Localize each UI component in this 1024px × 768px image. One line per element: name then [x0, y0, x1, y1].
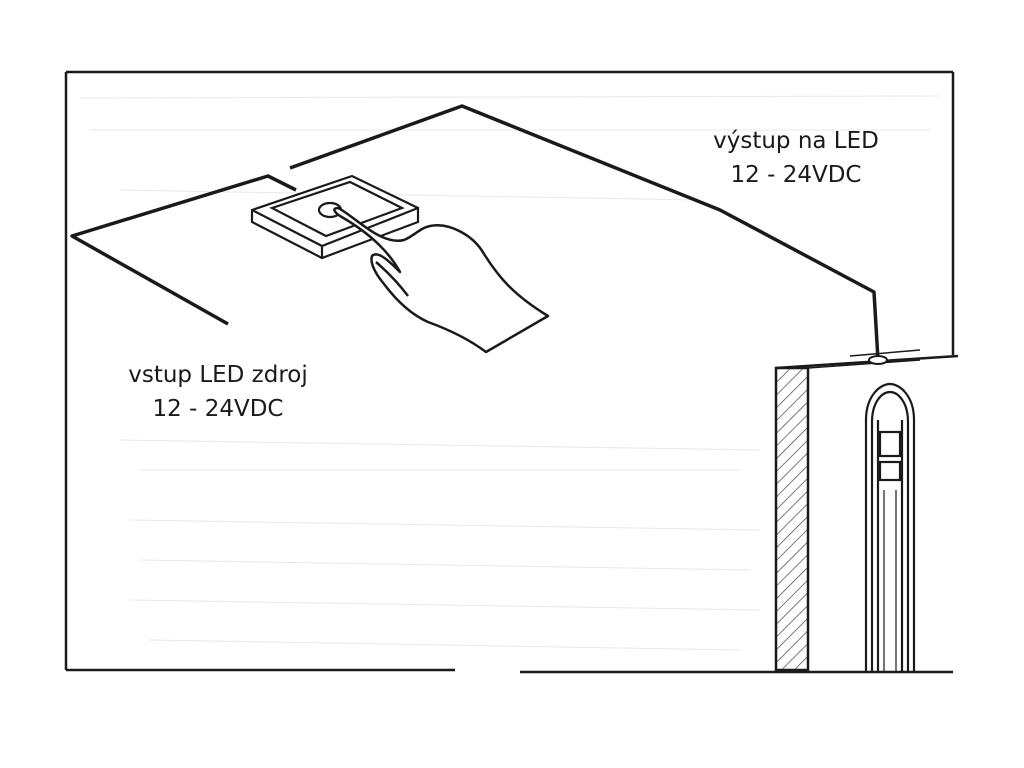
- door: [774, 349, 959, 672]
- led-profile: [864, 382, 916, 672]
- output-label: výstup na LED 12 - 24VDC: [686, 124, 906, 192]
- output-label-line1: výstup na LED: [713, 128, 879, 154]
- input-label-line2: 12 - 24VDC: [152, 396, 284, 422]
- cable-entry-icon: [868, 355, 888, 365]
- frame: [64, 70, 955, 674]
- wire: [70, 104, 880, 361]
- input-label: vstup LED zdroj 12 - 24VDC: [88, 358, 348, 426]
- input-label-line1: vstup LED zdroj: [128, 362, 308, 388]
- output-label-line2: 12 - 24VDC: [730, 162, 862, 188]
- hand-icon: [333, 206, 550, 354]
